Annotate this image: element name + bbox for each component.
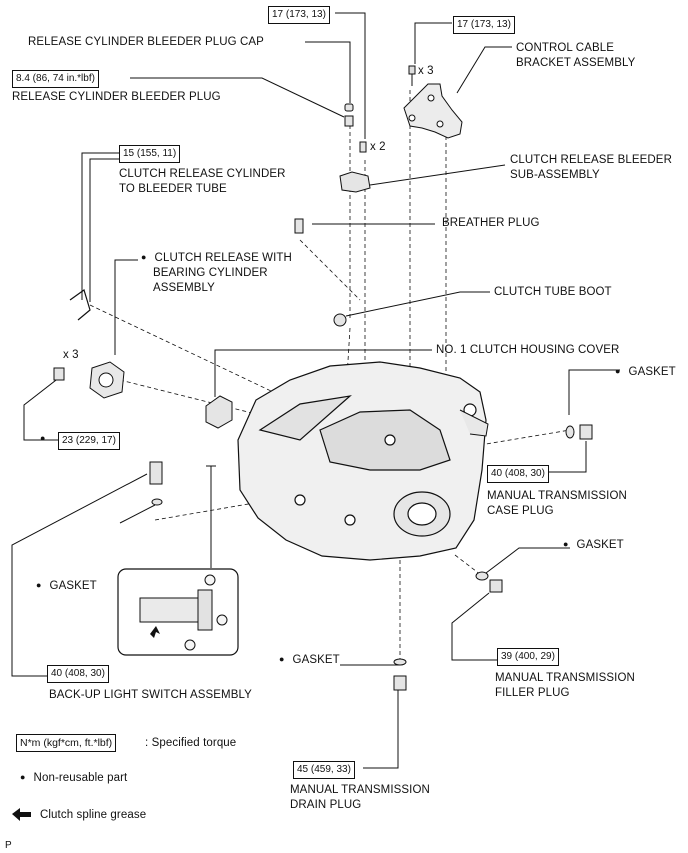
torque-top: 17 (173, 13) (268, 6, 330, 24)
drain-plug-part (393, 675, 407, 691)
leader-bleeder-plug (130, 77, 345, 118)
qty-bracket-bolts: x 3 (418, 65, 434, 77)
label-tube-1: CLUTCH RELEASE CYLINDER (119, 168, 286, 180)
nonreusable-release-bolt-dot (40, 432, 54, 447)
leader-release-cyl (114, 259, 138, 355)
label-bracket-1: CONTROL CABLE (516, 42, 615, 54)
qty-release-bolts: x 3 (63, 349, 79, 361)
corner-mark: P (5, 840, 12, 851)
legend-nonreusable: Non-reusable part (20, 771, 128, 786)
release-cylinder-part (89, 361, 125, 399)
label-case-plug-1: MANUAL TRANSMISSION (487, 490, 627, 502)
bleeder-plug-part (344, 115, 354, 127)
torque-bleeder-plug: 8.4 (86, 74 in.*lbf) (12, 70, 99, 88)
sub-bolt (359, 141, 367, 153)
label-backup-switch: BACK-UP LIGHT SWITCH ASSEMBLY (49, 689, 252, 701)
label-filler-plug-2: FILLER PLUG (495, 687, 570, 699)
legend-torque-desc: : Specified torque (145, 737, 237, 749)
transmission-case (237, 361, 487, 561)
release-bolt (53, 367, 65, 381)
legend-torque-box: N*m (kgf*cm, ft.*lbf) (16, 734, 117, 752)
leader-drain (340, 664, 400, 769)
leader-bracket (456, 46, 512, 94)
torque-case-plug: 40 (408, 30) (487, 465, 549, 483)
filler-gasket-part (475, 571, 489, 581)
leader-filler (451, 547, 570, 661)
qty-sub-bolts: x 2 (370, 141, 386, 153)
label-case-gasket: GASKET (615, 365, 676, 380)
breather-plug-part (294, 218, 304, 234)
grease-arrow-icon (150, 626, 160, 638)
plug-cap-part (344, 103, 354, 112)
label-switch-gasket: GASKET (36, 579, 97, 594)
torque-bracket: 17 (173, 13) (453, 16, 515, 34)
leader-top-torque (335, 12, 366, 139)
label-drain-plug-2: DRAIN PLUG (290, 799, 362, 811)
label-release-cyl-3: ASSEMBLY (153, 282, 215, 294)
leader-tube (81, 152, 119, 302)
label-bracket-2: BRACKET ASSEMBLY (516, 57, 636, 69)
bleeder-tube-part (69, 289, 91, 321)
spline-detail-inset (117, 465, 239, 656)
label-plug-cap: RELEASE CYLINDER BLEEDER PLUG CAP (28, 36, 264, 48)
label-bleeder-sub-2: SUB-ASSEMBLY (510, 169, 600, 181)
switch-gasket-part (151, 498, 163, 506)
label-tube-boot: CLUTCH TUBE BOOT (494, 286, 612, 298)
label-drain-plug-1: MANUAL TRANSMISSION (290, 784, 430, 796)
switch-part (149, 461, 163, 485)
label-filler-gasket: GASKET (563, 538, 624, 553)
housing-cover-part (205, 395, 233, 429)
leader-housing-cover (214, 349, 432, 397)
leader-tube-boot (345, 291, 490, 317)
label-housing-cover: NO. 1 CLUTCH HOUSING COVER (436, 344, 620, 356)
control-cable-bracket (403, 83, 463, 139)
leader-case-torque (487, 369, 620, 473)
filler-plug-part (489, 579, 503, 593)
leader-bleeder-sub (369, 164, 506, 186)
label-breather: BREATHER PLUG (442, 217, 540, 229)
clutch-grease-arrow-icon (12, 808, 31, 821)
leader-switch-gasket (119, 504, 156, 524)
case-plug-part (579, 424, 593, 440)
label-release-cyl-2: BEARING CYLINDER (153, 267, 268, 279)
torque-switch: 40 (408, 30) (47, 665, 109, 683)
torque-drain: 45 (459, 33) (293, 761, 355, 779)
leader-release-torque (23, 376, 61, 441)
label-bleeder-plug: RELEASE CYLINDER BLEEDER PLUG (12, 91, 221, 103)
label-filler-plug-1: MANUAL TRANSMISSION (495, 672, 635, 684)
label-bleeder-sub-1: CLUTCH RELEASE BLEEDER (510, 154, 672, 166)
label-release-cyl-1: CLUTCH RELEASE WITH (141, 251, 292, 266)
bracket-bolt (408, 65, 416, 86)
bleeder-sub-part (339, 171, 371, 193)
leader-bracket-torque (414, 22, 452, 64)
legend-grease: Clutch spline grease (40, 809, 147, 821)
leader-plug-cap (305, 41, 351, 103)
drain-gasket-part (393, 658, 407, 666)
tube-boot-part (333, 313, 347, 327)
leader-switch (11, 473, 148, 677)
label-tube-2: TO BLEEDER TUBE (119, 183, 227, 195)
torque-filler-plug: 39 (400, 29) (497, 648, 559, 666)
label-drain-gasket: GASKET (279, 653, 340, 668)
torque-tube: 15 (155, 11) (119, 145, 181, 163)
label-case-plug-2: CASE PLUG (487, 505, 554, 517)
torque-release: 23 (229, 17) (58, 432, 120, 450)
case-gasket-part (565, 425, 575, 439)
